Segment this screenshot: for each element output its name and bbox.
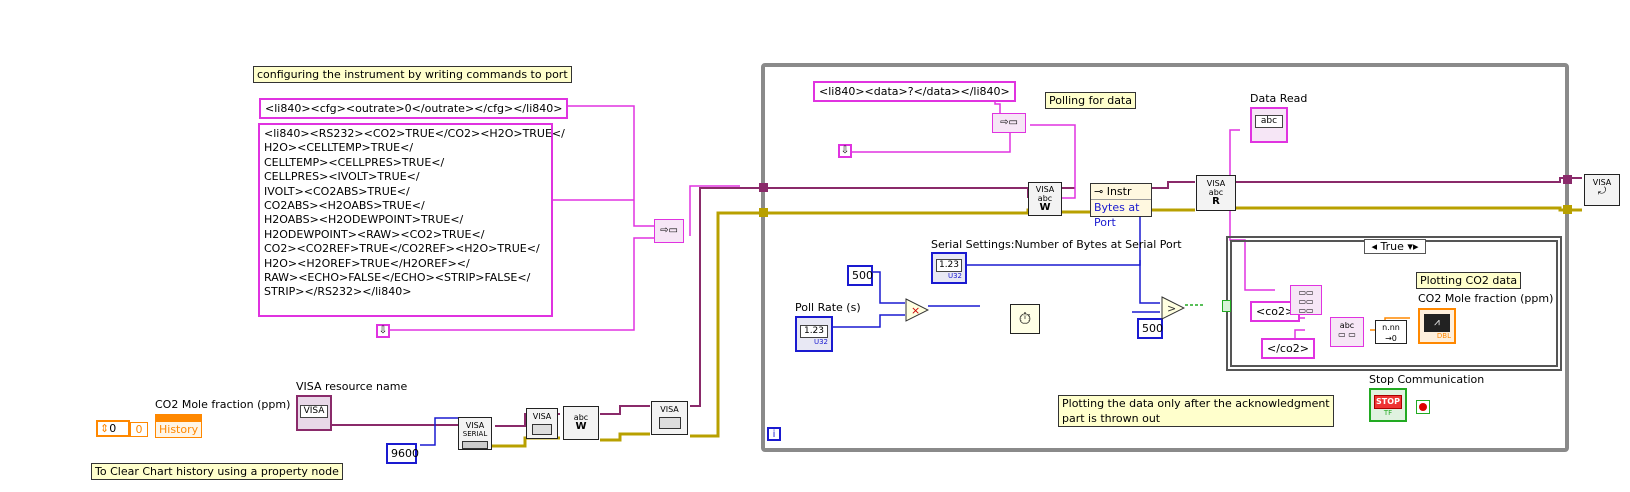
concat-icon-2: ⇨▭ <box>1000 117 1018 128</box>
multiply-node[interactable]: × <box>905 298 929 322</box>
co2-mole-fraction-label-left: CO2 Mole fraction (ppm) <box>155 398 291 411</box>
co2-close-tag-constant[interactable]: </co2> <box>1261 338 1315 359</box>
case-next-icon[interactable]: ▾▸ <box>1407 240 1419 253</box>
visa-read-node[interactable]: VISA abc R <box>1196 175 1236 211</box>
stop-comm-label: Stop Communication <box>1369 373 1485 386</box>
visa-property-node[interactable]: ⊸ Instr Bytes at Port <box>1090 183 1152 229</box>
greater-than-node[interactable]: > <box>1161 296 1185 320</box>
comment-ack-line2: part is thrown out <box>1062 412 1161 425</box>
loop-condition-terminal <box>1416 400 1430 414</box>
outrate-command-constant[interactable]: <li840><cfg><outrate>0</outrate></cfg></… <box>259 98 569 119</box>
co2-chart-terminal: ⩘ DBL <box>1418 308 1456 344</box>
visa-write-node-2[interactable]: VISA abc W <box>1028 182 1062 216</box>
read-r-icon: R <box>1212 196 1220 207</box>
loop-iteration-terminal: i <box>767 427 781 441</box>
stepper-icon[interactable]: ⇕ <box>100 422 110 435</box>
serial-port-icon <box>462 441 488 449</box>
case-prev-icon[interactable]: ◂ <box>1371 240 1378 253</box>
visa-configure-serial-node[interactable]: VISA SERIAL <box>458 417 492 450</box>
case-selector-label: True <box>1380 240 1404 253</box>
visa-resource-label: VISA resource name <box>296 380 408 393</box>
rs232-command-constant[interactable]: <li840><RS232><CO2>TRUE</CO2><H2O>TRUE</… <box>258 123 565 317</box>
subset-icon: ▭ ▭ <box>1338 330 1356 339</box>
serial-settings-label: Serial Settings:Number of Bytes at Seria… <box>931 238 1182 251</box>
data-query-constant[interactable]: <li840><data>?</data></li840> <box>813 81 1016 102</box>
match-pattern-node[interactable]: ▭▭▭▭▭▭ <box>1290 285 1322 315</box>
co2-open-tag-constant[interactable]: <co2> <box>1250 301 1301 322</box>
svg-text:×: × <box>911 304 920 317</box>
comment-plotting-co2: Plotting CO2 data <box>1416 272 1522 289</box>
comment-clear-chart: To Clear Chart history using a property … <box>91 463 343 480</box>
comment-polling: Polling for data <box>1045 92 1136 109</box>
wait-ms-node[interactable]: ⏱ <box>1010 304 1040 334</box>
data-read-label: Data Read <box>1250 92 1308 105</box>
write-w-icon-2: W <box>1039 202 1051 213</box>
visa-close-node[interactable]: VISA ⤾ <box>1584 174 1620 206</box>
visa-tunnel-left <box>759 183 768 192</box>
linefeed-constant-2[interactable]: ⇩ <box>838 144 852 158</box>
error-tunnel-right <box>1563 205 1572 214</box>
wait-500-constant[interactable]: 500 <box>847 265 873 286</box>
case-selector[interactable]: ◂ True ▾▸ <box>1364 239 1426 254</box>
scan-number-icon: n.nn→0 <box>1382 323 1400 343</box>
chart-icon: ⩘ <box>1424 314 1450 332</box>
loop-iteration-label: i <box>772 429 776 440</box>
co2-mole-fraction-label-right: CO2 Mole fraction (ppm) <box>1418 292 1554 305</box>
case-selector-terminal <box>1222 300 1231 312</box>
threshold-500-constant[interactable]: 500 <box>1137 318 1163 339</box>
flush-icon <box>532 424 552 435</box>
string-subset-node[interactable]: abc ▭ ▭ <box>1330 317 1364 347</box>
instr-property: ⊸ Instr <box>1091 184 1151 200</box>
match-pattern-icon: ▭▭▭▭▭▭ <box>1298 288 1314 315</box>
stop-if-true-icon <box>1419 403 1427 411</box>
baud-rate-constant[interactable]: 9600 <box>386 443 419 464</box>
metronome-icon: ⏱ <box>1018 309 1032 328</box>
serial-settings-indicator: 1.23 U32 <box>931 252 967 284</box>
close-icon: ⤾ <box>1597 186 1607 197</box>
write-w-icon: W <box>575 421 587 432</box>
bytes-at-port-property: Bytes at Port <box>1094 201 1140 229</box>
stop-button-terminal[interactable]: STOP TF <box>1369 388 1407 422</box>
visa-resource-tag: VISA <box>300 405 328 418</box>
zero-constant-a[interactable]: ⇕0 <box>96 420 130 437</box>
history-property-node[interactable]: History <box>155 414 202 438</box>
concat-icon: ⇨▭ <box>660 225 678 236</box>
svg-text:>: > <box>1167 302 1176 315</box>
comment-ack-line1: Plotting the data only after the acknowl… <box>1062 397 1330 410</box>
concatenate-strings-node[interactable]: ⇨▭ <box>654 219 684 243</box>
visa-flush-node-1[interactable]: VISA <box>526 408 558 439</box>
visa-write-node-1[interactable]: abc W <box>563 406 599 440</box>
frac-exp-string-to-number-node[interactable]: n.nn→0 <box>1375 320 1407 344</box>
history-property: History <box>159 423 199 436</box>
while-loop <box>761 63 1569 452</box>
comment-configure: configuring the instrument by writing co… <box>253 66 572 83</box>
property-node-header <box>156 415 201 422</box>
comment-acknowledgment: Plotting the data only after the acknowl… <box>1058 395 1334 427</box>
poll-rate-label: Poll Rate (s) <box>795 301 861 314</box>
data-read-indicator: abc <box>1250 107 1288 143</box>
visa-resource-control[interactable]: VISA <box>296 395 332 431</box>
linefeed-constant[interactable]: ⇩ <box>376 324 390 338</box>
concatenate-query-node[interactable]: ⇨▭ <box>992 113 1026 133</box>
zero-constant-b[interactable]: 0 <box>130 422 148 437</box>
poll-rate-control[interactable]: 1.23 U32 <box>795 316 833 352</box>
flush-icon-2 <box>658 417 681 429</box>
error-tunnel-left <box>759 208 768 217</box>
visa-tunnel-right <box>1563 175 1572 184</box>
visa-flush-node-2[interactable]: VISA <box>651 401 688 435</box>
property-icon: ⊸ <box>1094 185 1104 198</box>
